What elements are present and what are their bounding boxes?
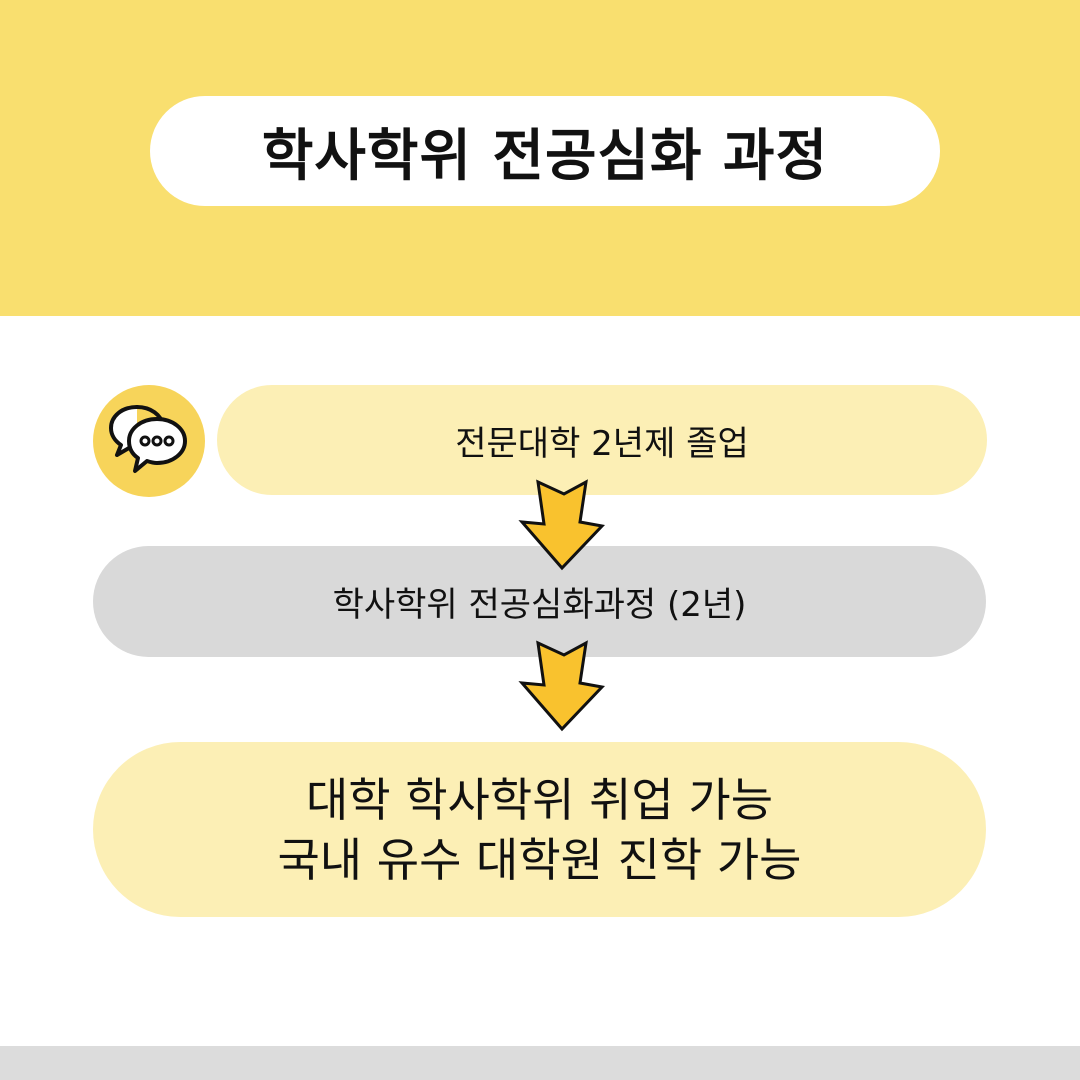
arrow-down-icon [518, 640, 606, 732]
flow-step-1-label: 전문대학 2년제 졸업 [455, 423, 749, 464]
flow-step-2: 학사학위 전공심화과정 (2년) [93, 546, 986, 657]
flow-step-1: 전문대학 2년제 졸업 [217, 385, 987, 495]
arrow-down-icon [518, 479, 606, 571]
page-title: 학사학위 전공심화 과정 [261, 123, 829, 189]
flow-step-2-label: 학사학위 전공심화과정 (2년) [332, 585, 747, 625]
title-pill: 학사학위 전공심화 과정 [150, 96, 940, 206]
chat-bubbles-icon [109, 405, 187, 473]
flow-step-3: 대학 학사학위 취업 가능 국내 유수 대학원 진학 가능 [93, 742, 986, 917]
header-band: 학사학위 전공심화 과정 [0, 0, 1080, 316]
footer-band [0, 1046, 1080, 1080]
chat-badge [93, 385, 205, 497]
flow-step-3-line-2: 국내 유수 대학원 진학 가능 [277, 832, 802, 887]
flow-step-3-line-1: 대학 학사학위 취업 가능 [305, 772, 774, 827]
